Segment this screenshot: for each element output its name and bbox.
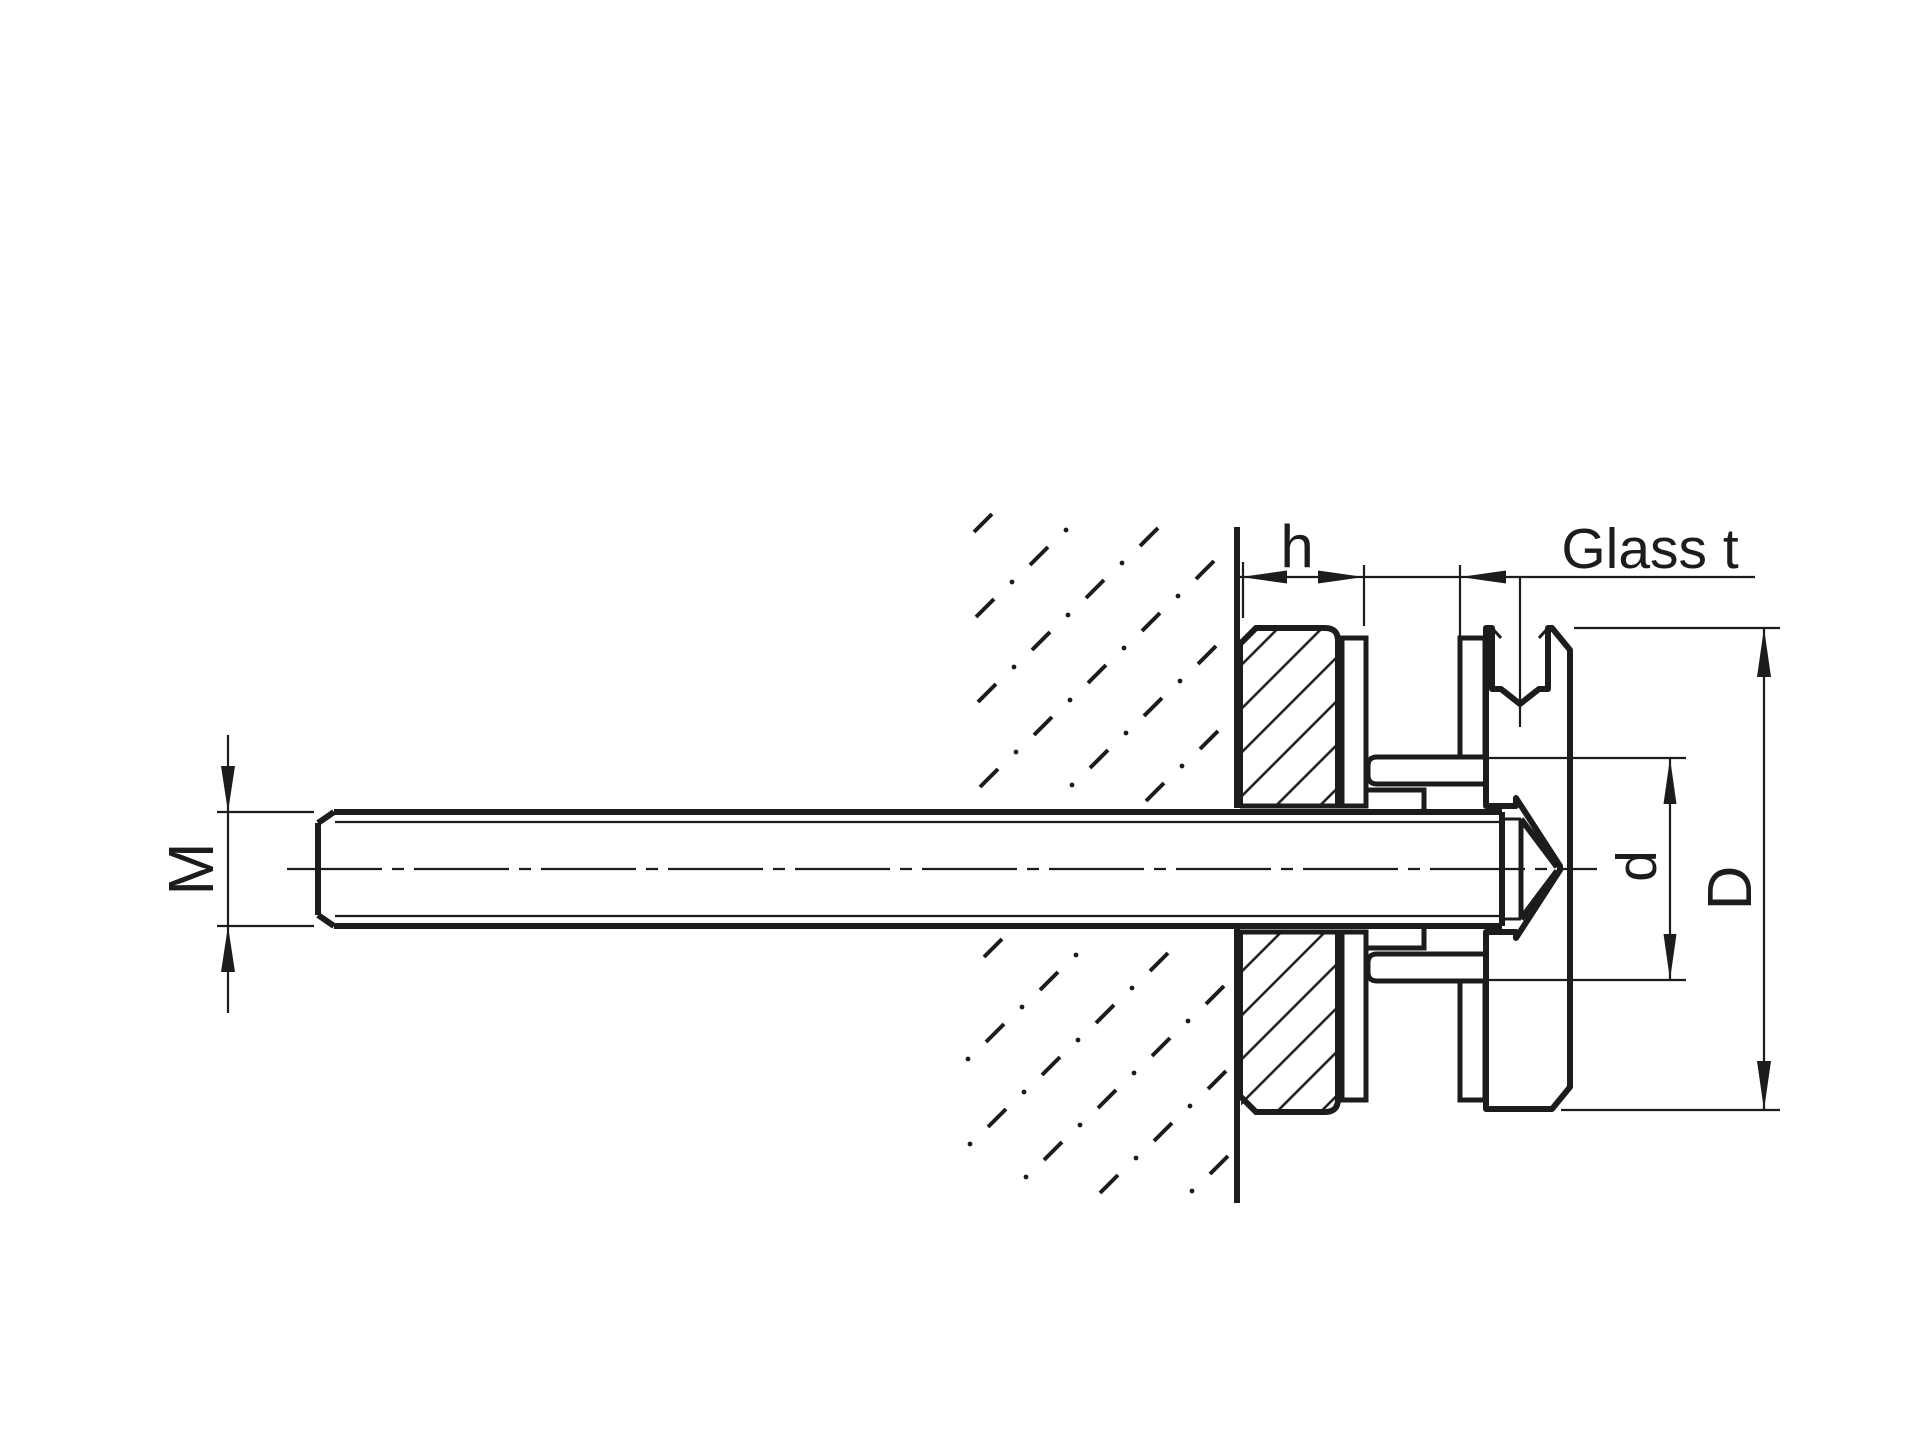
wall-hatch-mark <box>1040 1055 1062 1077</box>
wall-hatch-mark <box>1194 559 1216 581</box>
wall-hatch-mark <box>1098 1173 1120 1195</box>
wall-hatch-mark <box>1204 984 1226 1006</box>
wall-hatch-mark <box>1042 1140 1064 1162</box>
wall-hatch-mark <box>1148 951 1170 973</box>
label-standoff-height: h <box>1280 513 1313 580</box>
label-hole-diameter: d <box>1605 850 1669 882</box>
wall-hatch-mark <box>978 767 1000 789</box>
wall-hatch-mark <box>1084 578 1106 600</box>
wall-hatch-mark <box>1088 748 1110 770</box>
wall-plate <box>1237 625 1366 1115</box>
clamp-disc <box>1483 578 1573 1112</box>
wall-hatch-mark <box>1073 952 1079 958</box>
wall-hatch-mark <box>1189 1188 1195 1194</box>
wall-hatch-mark <box>1142 696 1164 718</box>
wall-hatch-mark <box>1063 527 1069 533</box>
wall-hatch-mark <box>1123 730 1129 736</box>
dimension-h-glasst: h Glass t <box>1240 513 1755 636</box>
wall-hatch-mark <box>972 512 994 534</box>
wall-hatch-mark <box>1119 560 1125 566</box>
dimension-D: D <box>1561 626 1780 1112</box>
wall-hatch-mark <box>1187 1103 1193 1109</box>
wall-hatch-mark <box>1075 1037 1081 1043</box>
wall-hatch-mark <box>1028 545 1050 567</box>
wall-hatch-mark <box>1094 1003 1116 1025</box>
wall-hatch-mark <box>1013 749 1019 755</box>
label-glass-thickness: Glass t <box>1561 517 1739 581</box>
grub-screw-hole <box>1490 578 1550 727</box>
wall-hatch-mark <box>1038 970 1060 992</box>
wall-hatch-mark <box>1021 1089 1027 1095</box>
wall-hatch-mark <box>1077 1122 1083 1128</box>
wall-hatch-mark <box>1185 1018 1191 1024</box>
wall-hatch-mark <box>1009 579 1015 585</box>
wall-hatch-mark <box>984 1022 1006 1044</box>
wall-hatch-mark <box>1152 1121 1174 1143</box>
wall-hatch-mark <box>1011 664 1017 670</box>
wall-hatch-mark <box>976 682 998 704</box>
wall-hatch-mark <box>1196 644 1218 666</box>
wall-hatch-mark <box>1065 612 1071 618</box>
wall-plate-hatch-top <box>1241 629 1336 805</box>
dimension-d: d <box>1474 756 1686 982</box>
wall-hatch-mark <box>1019 1004 1025 1010</box>
clamp-disc-body <box>1486 628 1570 1109</box>
wall-hatch-mark <box>982 937 1004 959</box>
wall-hatch-mark <box>974 597 996 619</box>
wall-hatch-mark <box>1032 715 1054 737</box>
wall-hatch-mark <box>1030 630 1052 652</box>
wall-hatch-mark <box>965 1056 971 1062</box>
wall-hatch-mark <box>1133 1155 1139 1161</box>
wall-hatch-mark <box>1067 697 1073 703</box>
wall-hatch-mark <box>967 1141 973 1147</box>
wall-hatch-mark <box>1086 663 1108 685</box>
wall-hatch-mark <box>1096 1088 1118 1110</box>
wall-hatch-mark <box>1175 593 1181 599</box>
label-thread-size: M <box>155 842 227 895</box>
wall-hatch-mark <box>1069 782 1075 788</box>
wall-hatch-mark <box>1023 1174 1029 1180</box>
wall-hatch-mark <box>1129 985 1135 991</box>
wall-hatch-mark <box>1177 678 1183 684</box>
dimension-M: M <box>155 735 314 1013</box>
wall-hatch-mark <box>1206 1069 1228 1091</box>
wall-hatch-mark <box>986 1107 1008 1129</box>
wall-hatch-mark <box>1208 1154 1230 1176</box>
gasket-wall-side <box>1339 635 1369 1103</box>
wall-hatch-mark <box>1140 611 1162 633</box>
wall-hatch-mark <box>1144 781 1166 803</box>
wall-hatch-mark <box>1179 763 1185 769</box>
wall-plate-hatch-bottom <box>1241 933 1336 1111</box>
wall-hatch-mark <box>1150 1036 1172 1058</box>
sleeve-bottom <box>1365 951 1489 984</box>
wall-hatch-mark <box>1138 526 1160 548</box>
wall-hatch-mark <box>1131 1070 1137 1076</box>
wall-hatch-mark <box>1121 645 1127 651</box>
wall-hatch <box>965 512 1230 1195</box>
wall-hatch-mark <box>1198 729 1220 751</box>
label-outer-diameter: D <box>1696 866 1765 911</box>
sleeve-top <box>1365 754 1489 787</box>
